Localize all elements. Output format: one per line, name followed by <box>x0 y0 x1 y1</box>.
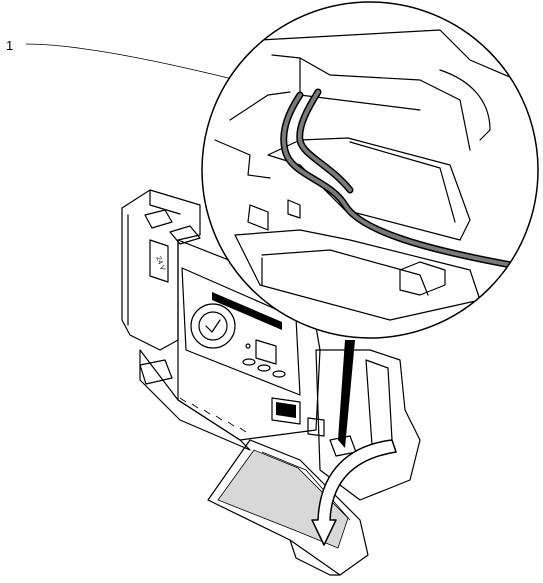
magnified-detail-view <box>201 1 539 339</box>
swing-direction-arrow <box>311 439 397 546</box>
detail-pointer-arrow <box>338 340 355 448</box>
device-body: 24 V <box>121 189 421 501</box>
voltage-badge-text: 24 V <box>154 256 166 272</box>
callout-label-1: 1 <box>6 38 14 53</box>
